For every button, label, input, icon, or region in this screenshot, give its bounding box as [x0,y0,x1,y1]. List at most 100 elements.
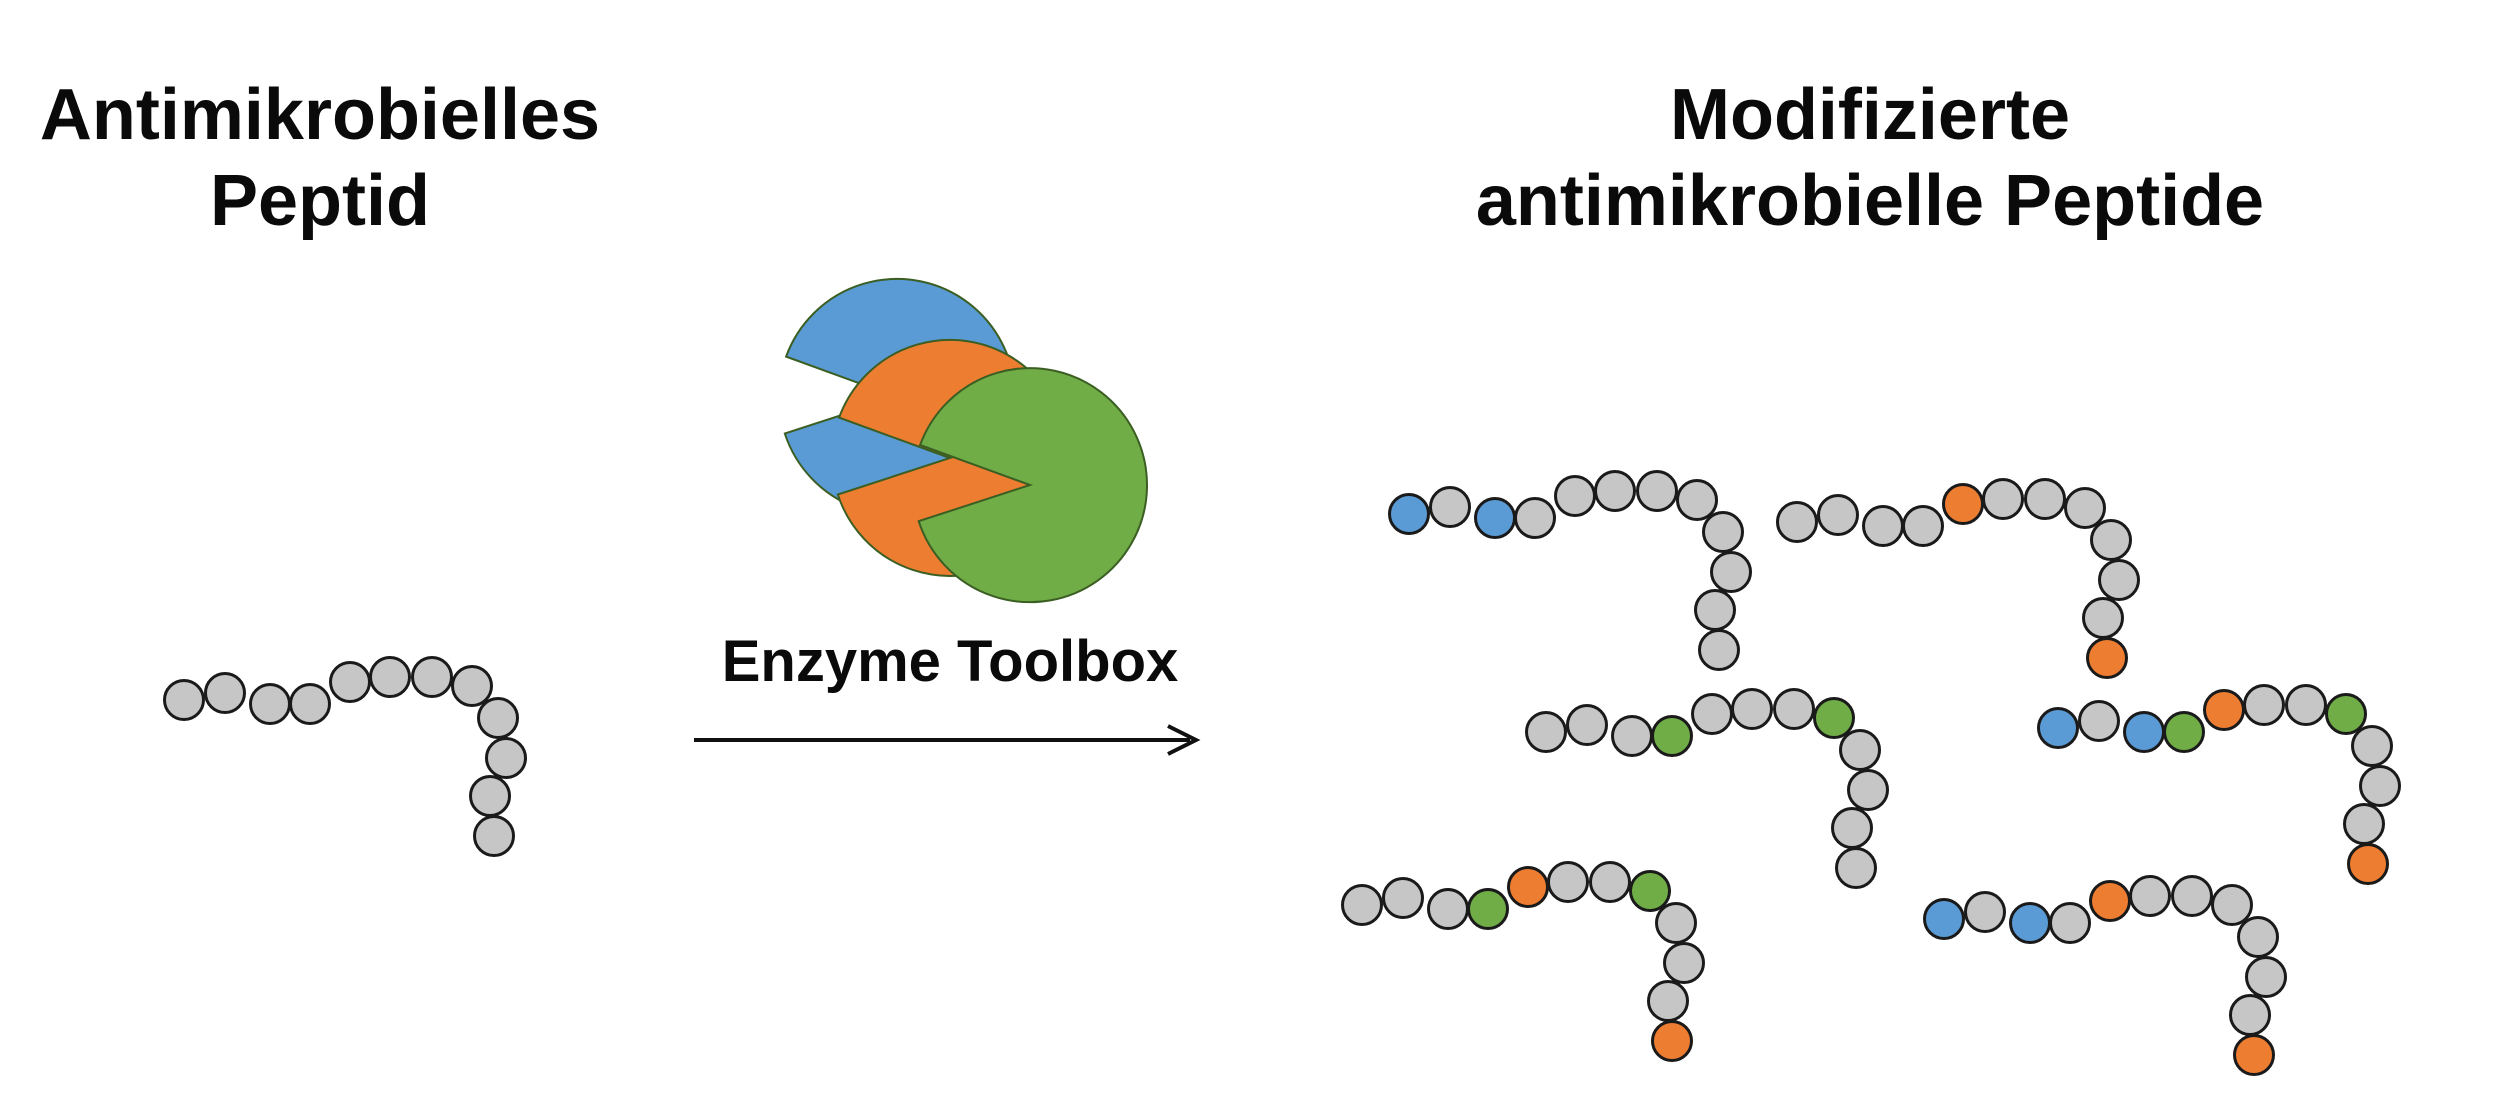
grey-residue [411,656,453,698]
grey-residue [1773,688,1815,730]
grey-residue [477,697,519,739]
grey-residue [1817,494,1859,536]
green-residue [1467,888,1509,930]
grey-residue [1554,475,1596,517]
modified-peptide-chain [1776,478,2140,679]
modified-peptide-chain [2037,684,2401,885]
grey-residue [1847,769,1889,811]
grey-residue [2049,902,2091,944]
grey-residue [2229,994,2271,1036]
grey-residue [1525,711,1567,753]
grey-residue [1982,478,2024,520]
grey-residue [1663,942,1705,984]
grey-residue [2082,597,2124,639]
modified-peptide-chain [1923,875,2287,1076]
grey-residue [2129,875,2171,917]
modified-peptide-chain [1388,470,1752,671]
grey-residue [1341,884,1383,926]
green-residue [1651,715,1693,757]
grey-residue [329,661,371,703]
grey-residue [1691,693,1733,735]
modified-peptides-title-line2: antimikrobielle Peptide [1475,161,2265,242]
original-peptide-title: Antimikrobielles Peptid [0,72,640,245]
orange-residue [2233,1034,2275,1076]
blue-residue [1923,898,1965,940]
grey-residue [1547,861,1589,903]
orange-residue [1942,483,1984,525]
grey-residue [2285,684,2327,726]
grey-residue [1594,470,1636,512]
grey-residue [1964,891,2006,933]
grey-residue [1647,980,1689,1022]
green-residue [2163,711,2205,753]
modified-peptide-chain [1341,861,1705,1062]
blue-residue [2037,707,2079,749]
grey-residue [289,683,331,725]
grey-residue [1382,877,1424,919]
grey-residue [1776,501,1818,543]
grey-residue [2090,519,2132,561]
grey-residue [1702,511,1744,553]
grey-residue [2171,875,2213,917]
grey-residue [1589,861,1631,903]
green-residue [2325,693,2367,735]
grey-residue [1636,470,1678,512]
blue-residue [2009,902,2051,944]
grey-residue [369,656,411,698]
grey-residue [1611,715,1653,757]
modified-peptides-title: Modifizierte antimikrobielle Peptide [1320,72,2420,245]
grey-residue [1731,688,1773,730]
orange-residue [2347,843,2389,885]
orange-residue [1651,1020,1693,1062]
orange-residue [1507,866,1549,908]
grey-residue [1862,505,1904,547]
grey-residue [473,815,515,857]
grey-residue [2098,559,2140,601]
grey-residue [2245,956,2287,998]
grey-residue [451,665,493,707]
blue-residue [1388,493,1430,535]
grey-residue [2351,725,2393,767]
blue-residue [1474,497,1516,539]
grey-residue [2237,916,2279,958]
grey-residue [485,737,527,779]
grey-residue [1427,888,1469,930]
orange-residue [2089,880,2131,922]
green-residue [1813,697,1855,739]
peptide-chains [163,470,2401,1076]
grey-residue [1655,902,1697,944]
enzyme-toolbox-label: Enzyme Toolbox [721,629,1179,694]
grey-residue [2343,803,2385,845]
original-peptide-title-line1: Antimikrobielles [39,75,601,155]
orange-residue [2086,637,2128,679]
grey-residue [1839,729,1881,771]
grey-residue [2064,487,2106,529]
original-peptide-title-line2: Peptid [209,161,430,242]
grey-residue [1694,589,1736,631]
grey-residue [163,679,205,721]
modified-peptides-title-line1: Modifizierte [1669,75,2070,155]
reaction-arrow [694,724,1201,756]
grey-residue [2024,478,2066,520]
grey-residue [2211,884,2253,926]
grey-residue [2359,765,2401,807]
orange-residue [2203,689,2245,731]
grey-residue [469,775,511,817]
grey-residue [1429,486,1471,528]
green-enzyme-icon [917,367,1148,604]
green-residue [1629,870,1671,912]
grey-residue [1566,704,1608,746]
grey-residue [1676,479,1718,521]
grey-residue [1902,505,1944,547]
grey-residue [2243,684,2285,726]
grey-residue [1514,497,1556,539]
blue-residue [2123,711,2165,753]
original-peptide-chain [163,656,527,857]
grey-residue [249,683,291,725]
grey-residue [1835,847,1877,889]
grey-residue [1698,629,1740,671]
enzyme-toolbox-icon [783,277,1148,604]
grey-residue [204,672,246,714]
